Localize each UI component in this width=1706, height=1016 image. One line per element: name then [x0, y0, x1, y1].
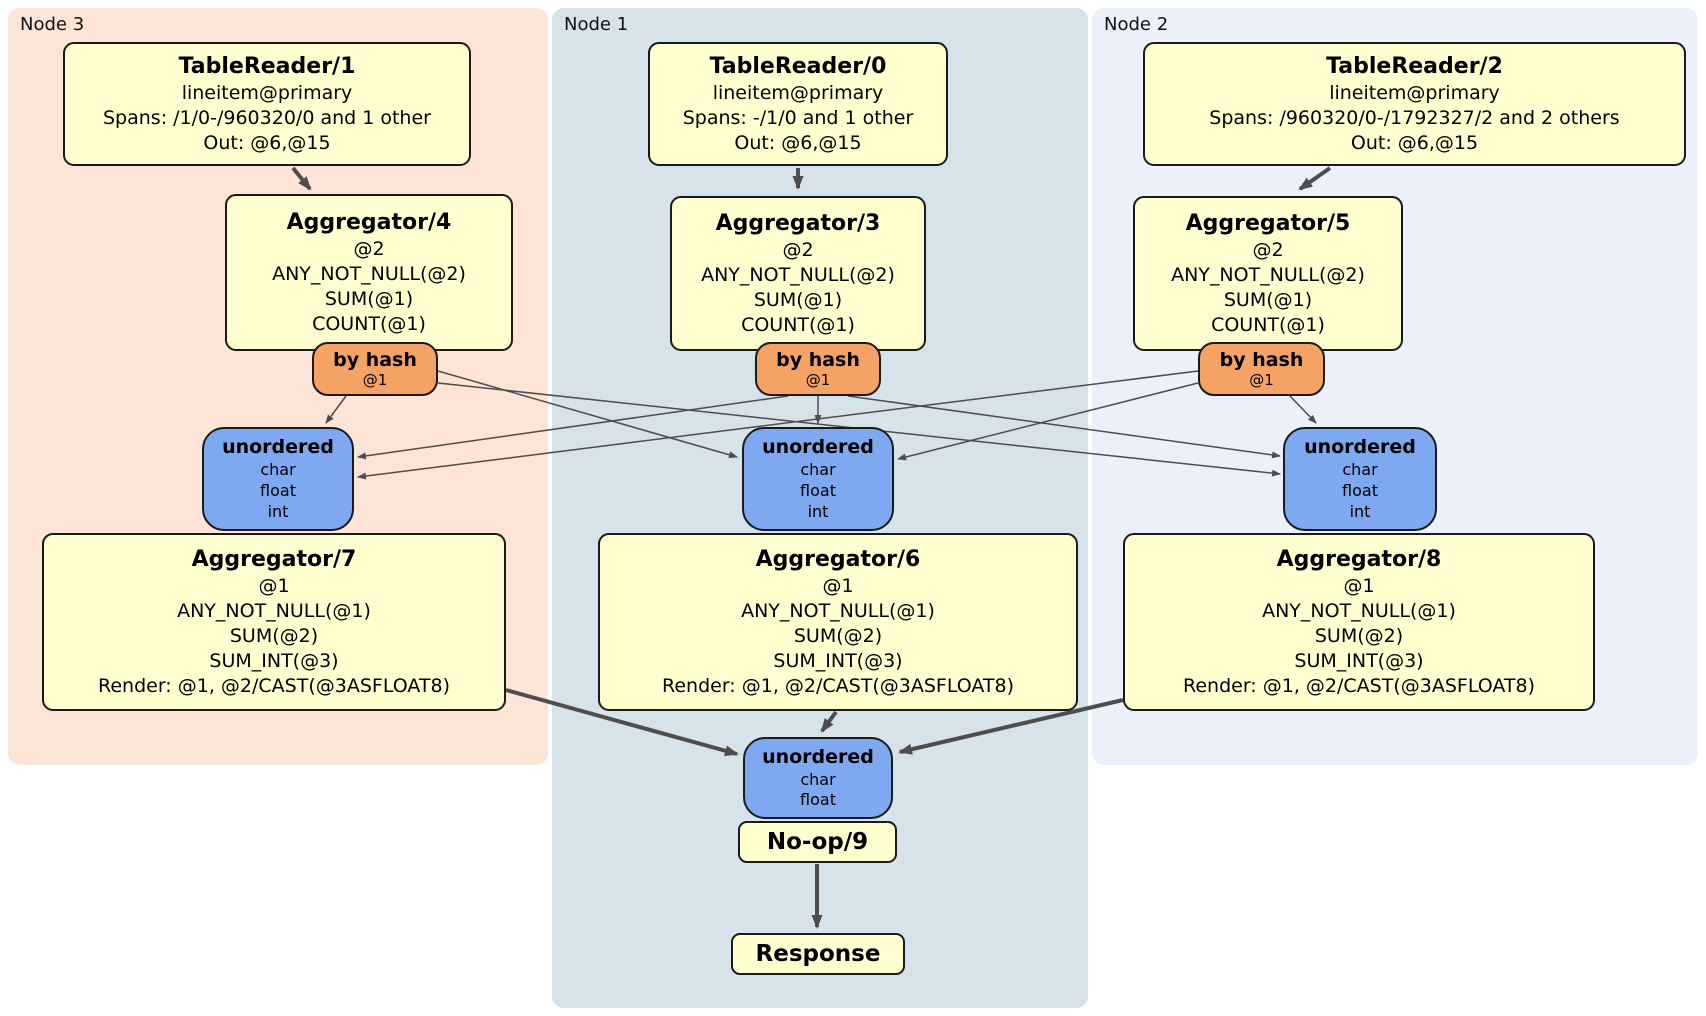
sync-detail: float: [800, 790, 836, 810]
router-by-hash-node2: by hash @1: [1198, 342, 1325, 396]
processor-detail: ANY_NOT_NULL(@2): [701, 263, 895, 286]
processor-detail: Spans: /960320/0-/1792327/2 and 2 others: [1209, 106, 1620, 129]
processor-detail: SUM(@2): [1314, 624, 1404, 647]
sync-title: unordered: [762, 745, 874, 768]
panel-node2-label: Node 2: [1104, 14, 1169, 35]
sync-title: unordered: [762, 436, 874, 459]
processor-detail: COUNT(@1): [741, 314, 855, 337]
processor-title: Aggregator/6: [755, 546, 921, 572]
processor-title: No-op/9: [766, 828, 869, 855]
processor-detail: SUM(@1): [753, 289, 843, 312]
sync-detail: int: [807, 501, 829, 521]
processor-detail: Out: @6,@15: [1350, 132, 1479, 155]
panel-node1-label: Node 1: [564, 14, 629, 35]
processor-title: Aggregator/7: [191, 546, 357, 572]
processor-detail: SUM_INT(@3): [1294, 650, 1424, 673]
processor-detail: Out: @6,@15: [734, 132, 862, 155]
processor-title: Aggregator/8: [1276, 546, 1442, 572]
processor-title: TableReader/2: [1326, 53, 1503, 79]
router-by-hash-node3: by hash @1: [312, 342, 438, 396]
sync-unordered-node1: unordered char float int: [742, 427, 894, 531]
processor-detail: ANY_NOT_NULL(@1): [741, 599, 935, 622]
processor-aggregator-5: Aggregator/5 @2 ANY_NOT_NULL(@2) SUM(@1)…: [1133, 196, 1403, 351]
processor-detail: COUNT(@1): [1211, 314, 1325, 337]
processor-title: Response: [755, 940, 881, 967]
processor-title: TableReader/0: [709, 53, 887, 79]
router-detail: @1: [362, 371, 388, 390]
processor-title: Aggregator/3: [715, 210, 881, 236]
sync-detail: char: [800, 769, 836, 789]
processor-detail: lineitem@primary: [1329, 81, 1500, 104]
processor-detail: Spans: -/1/0 and 1 other: [682, 106, 914, 129]
processor-detail: SUM(@2): [793, 624, 883, 647]
processor-detail: SUM_INT(@3): [209, 650, 339, 673]
processor-aggregator-6: Aggregator/6 @1 ANY_NOT_NULL(@1) SUM(@2)…: [598, 533, 1078, 711]
sync-title: unordered: [1304, 436, 1416, 459]
processor-detail: COUNT(@1): [312, 313, 426, 336]
processor-tablereader-1: TableReader/1 lineitem@primary Spans: /1…: [63, 42, 471, 166]
processor-detail: lineitem@primary: [181, 81, 353, 104]
sync-unordered-node3: unordered char float int: [202, 427, 354, 531]
processor-detail: ANY_NOT_NULL(@2): [1171, 263, 1365, 286]
sync-detail: int: [1349, 501, 1371, 521]
sync-detail: int: [267, 501, 289, 521]
processor-detail: Render: @1, @2/CAST(@3ASFLOAT8): [1183, 675, 1535, 698]
processor-detail: SUM(@1): [1223, 289, 1313, 312]
processor-detail: @2: [353, 237, 385, 260]
processor-detail: SUM(@2): [229, 624, 319, 647]
router-title: by hash: [1219, 348, 1304, 371]
processor-detail: Spans: /1/0-/960320/0 and 1 other: [103, 106, 431, 129]
processor-tablereader-2: TableReader/2 lineitem@primary Spans: /9…: [1143, 42, 1686, 166]
processor-detail: Render: @1, @2/CAST(@3ASFLOAT8): [662, 675, 1014, 698]
processor-aggregator-8: Aggregator/8 @1 ANY_NOT_NULL(@1) SUM(@2)…: [1123, 533, 1595, 711]
router-detail: @1: [1249, 371, 1274, 390]
processor-aggregator-3: Aggregator/3 @2 ANY_NOT_NULL(@2) SUM(@1)…: [670, 196, 926, 351]
sync-detail: float: [260, 480, 296, 500]
processor-detail: @1: [258, 574, 290, 597]
sync-title: unordered: [222, 436, 334, 459]
processor-detail: @1: [1343, 574, 1375, 597]
processor-detail: Out: @6,@15: [203, 132, 331, 155]
router-title: by hash: [776, 348, 860, 371]
processor-title: Aggregator/4: [286, 209, 452, 235]
processor-detail: ANY_NOT_NULL(@1): [177, 599, 371, 622]
sync-detail: char: [1342, 460, 1378, 480]
sync-detail: char: [260, 460, 296, 480]
router-detail: @1: [805, 371, 831, 390]
sync-unordered-final: unordered char float: [743, 737, 893, 819]
sync-detail: char: [800, 460, 836, 480]
sync-detail: float: [800, 480, 836, 500]
processor-noop-9: No-op/9: [738, 821, 897, 863]
sync-detail: float: [1342, 480, 1378, 500]
processor-title: TableReader/1: [178, 53, 356, 79]
processor-detail: SUM_INT(@3): [773, 650, 903, 673]
processor-response: Response: [731, 933, 905, 975]
processor-title: Aggregator/5: [1185, 210, 1351, 236]
processor-detail: Render: @1, @2/CAST(@3ASFLOAT8): [98, 675, 450, 698]
processor-detail: @2: [782, 238, 814, 261]
processor-detail: @2: [1252, 238, 1284, 261]
router-title: by hash: [333, 348, 417, 371]
processor-tablereader-0: TableReader/0 lineitem@primary Spans: -/…: [648, 42, 948, 166]
processor-detail: @1: [822, 574, 854, 597]
sync-unordered-node2: unordered char float int: [1283, 427, 1437, 531]
router-by-hash-node1: by hash @1: [755, 342, 881, 396]
panel-node3-label: Node 3: [20, 14, 85, 35]
processor-detail: SUM(@1): [324, 288, 414, 311]
processor-detail: ANY_NOT_NULL(@2): [272, 262, 466, 285]
processor-detail: ANY_NOT_NULL(@1): [1262, 599, 1456, 622]
processor-detail: lineitem@primary: [712, 81, 884, 104]
processor-aggregator-7: Aggregator/7 @1 ANY_NOT_NULL(@1) SUM(@2)…: [42, 533, 506, 711]
processor-aggregator-4: Aggregator/4 @2 ANY_NOT_NULL(@2) SUM(@1)…: [225, 194, 513, 351]
